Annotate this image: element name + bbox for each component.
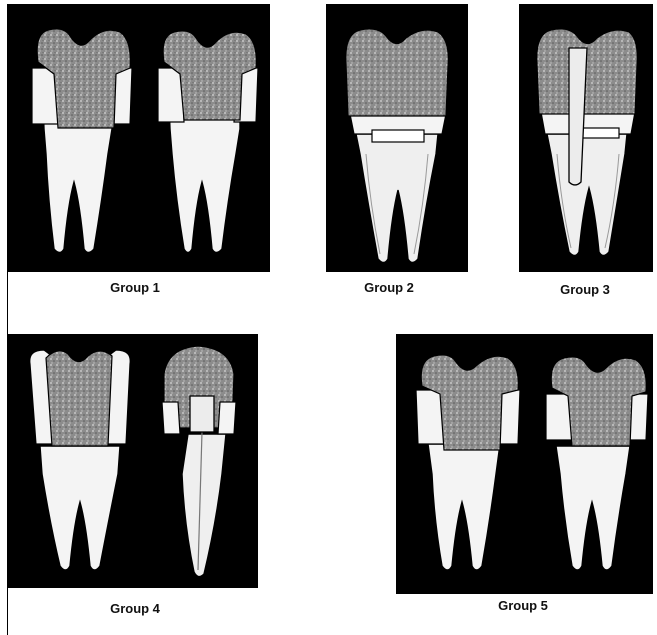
tooth-2 — [346, 29, 449, 263]
group-3-caption: Group 3 — [530, 282, 640, 297]
group-2-caption: Group 2 — [334, 280, 444, 295]
tooth-1b — [158, 31, 258, 253]
group-2-illustration — [326, 4, 468, 272]
group-4-panel — [8, 334, 258, 588]
tooth-3 — [537, 29, 638, 256]
tooth-5a — [416, 355, 520, 570]
group-1-panel — [8, 4, 270, 272]
group-1-illustration — [8, 4, 270, 272]
group-5-panel — [396, 334, 653, 594]
group-4-caption: Group 4 — [80, 601, 190, 616]
group-5-caption: Group 5 — [468, 598, 578, 613]
tooth-4a — [30, 350, 130, 570]
post-4 — [190, 396, 214, 432]
tooth-5b — [546, 357, 648, 570]
tooth-1a — [32, 29, 132, 253]
group-3-illustration — [519, 4, 653, 272]
tooth-4b — [162, 346, 236, 577]
group-4-illustration — [8, 334, 258, 588]
group-1-caption: Group 1 — [80, 280, 190, 295]
group-2-panel — [326, 4, 468, 272]
group-3-panel — [519, 4, 653, 272]
group-5-illustration — [396, 334, 653, 594]
